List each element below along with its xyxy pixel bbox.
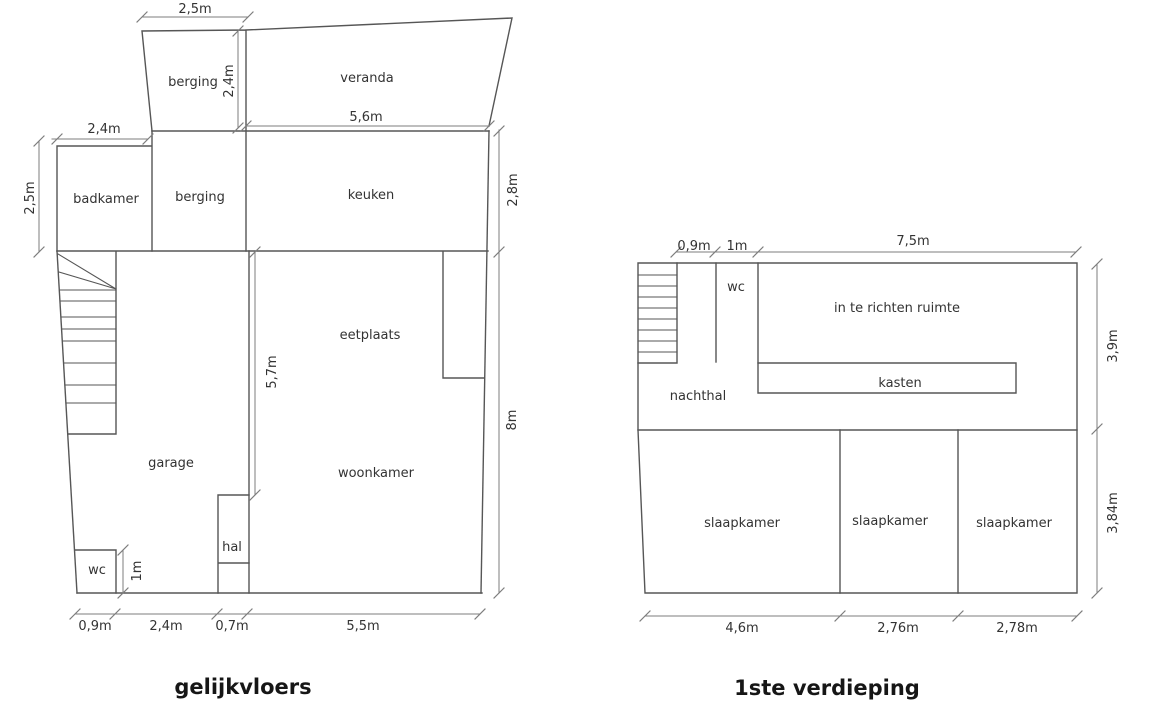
ground-floor-title: gelijkvloers [174, 675, 311, 699]
ground-floor-plan: 2,5m 2,4m 5,6m 2,4m 2,5m 2,8m 8m 5,7m 1m… [23, 2, 521, 699]
ground-floor-dimension-lines [33, 11, 505, 620]
first-floor-title: 1ste verdieping [734, 676, 920, 700]
first-floor-stairs-treads [637, 274, 678, 353]
first-floor-plan: 0,9m 1m 7,5m 3,9m 3,84m 4,6m 2,76m 2,78m… [637, 234, 1121, 700]
ground-floor-stairs-treads [57, 253, 117, 404]
dim-label-onder-3: 0,7m [215, 619, 248, 634]
dim-label-rechts-boven: 3,9m [1106, 329, 1121, 362]
room-label-nachthal: nachthal [670, 389, 727, 404]
wall-exterior-right [480, 130, 490, 594]
dim-label-binnen-hoogte: 5,7m [265, 355, 280, 388]
dim-label-boven-1: 0,9m [677, 239, 710, 254]
dim-label-rechts-onder: 3,84m [1106, 492, 1121, 534]
wall-outline [637, 262, 1078, 594]
dim-label-badkamer-breedte: 2,4m [87, 122, 120, 137]
dim-label-boven-2: 1m [727, 239, 748, 254]
dim-label-keuken-hoogte: 2,8m [506, 173, 521, 206]
room-label-badkamer: badkamer [73, 192, 139, 207]
dim-label-onder-3: 2,78m [996, 621, 1038, 636]
wall-slaapkamer-dividers [839, 429, 959, 594]
dim-label-berging-hoogte: 2,4m [222, 64, 237, 97]
room-label-keuken: keuken [348, 188, 395, 203]
room-label-hal: hal [222, 540, 242, 555]
dim-label-onder-2: 2,4m [149, 619, 182, 634]
wall-wc [74, 549, 117, 594]
dim-label-boven-3: 7,5m [896, 234, 929, 249]
room-label-berging-boven: berging [168, 75, 218, 90]
wall-badkamer [56, 130, 153, 252]
first-floor-dimension-lines [639, 246, 1103, 622]
wall-berging-veranda-outline [141, 17, 513, 252]
dim-ticks [33, 11, 505, 620]
first-floor-labels: 0,9m 1m 7,5m 3,9m 3,84m 4,6m 2,76m 2,78m… [670, 234, 1121, 636]
room-label-kasten: kasten [878, 376, 921, 391]
wall-eetplaats-closet [442, 251, 485, 379]
dim-label-onder-4: 5,5m [346, 619, 379, 634]
dim-label-onder-1: 4,6m [725, 621, 758, 636]
stairs-outline [67, 251, 117, 435]
room-label-eetplaats: eetplaats [340, 328, 401, 343]
first-floor-walls [637, 262, 1078, 594]
dim-label-berging-breedte: 2,5m [178, 2, 211, 17]
room-label-slaapkamer-2: slaapkamer [852, 514, 928, 529]
room-label-woonkamer: woonkamer [338, 466, 415, 481]
room-label-slaapkamer-3: slaapkamer [976, 516, 1052, 531]
stairs-outline [637, 262, 678, 364]
dim-label-rechts-hoogte: 8m [505, 410, 520, 431]
ground-floor-walls [56, 17, 513, 594]
room-label-slaapkamer-1: slaapkamer [704, 516, 780, 531]
room-label-wc: wc [88, 563, 106, 578]
dim-label-onder-2: 2,76m [877, 621, 919, 636]
room-label-berging: berging [175, 190, 225, 205]
stairs-treads [59, 289, 117, 404]
dim-lines [38, 16, 500, 615]
ground-floor-labels: 2,5m 2,4m 5,6m 2,4m 2,5m 2,8m 8m 5,7m 1m… [23, 2, 521, 634]
dim-label-wc-hoogte: 1m [130, 561, 145, 582]
stairs-winders [57, 253, 117, 290]
stairs-treads [637, 274, 678, 353]
room-label-wc: wc [727, 280, 745, 295]
wall-kasten-box [757, 362, 1017, 394]
dim-ticks [639, 246, 1103, 622]
dim-label-veranda-breedte: 5,6m [349, 110, 382, 125]
wall-exterior-left [56, 250, 78, 594]
wall-hal [217, 494, 250, 594]
room-label-veranda: veranda [340, 71, 393, 86]
room-label-in-te-richten-ruimte: in te richten ruimte [834, 301, 960, 316]
dim-label-badkamer-hoogte: 2,5m [23, 181, 38, 214]
room-label-garage: garage [148, 456, 194, 471]
dim-label-onder-1: 0,9m [78, 619, 111, 634]
